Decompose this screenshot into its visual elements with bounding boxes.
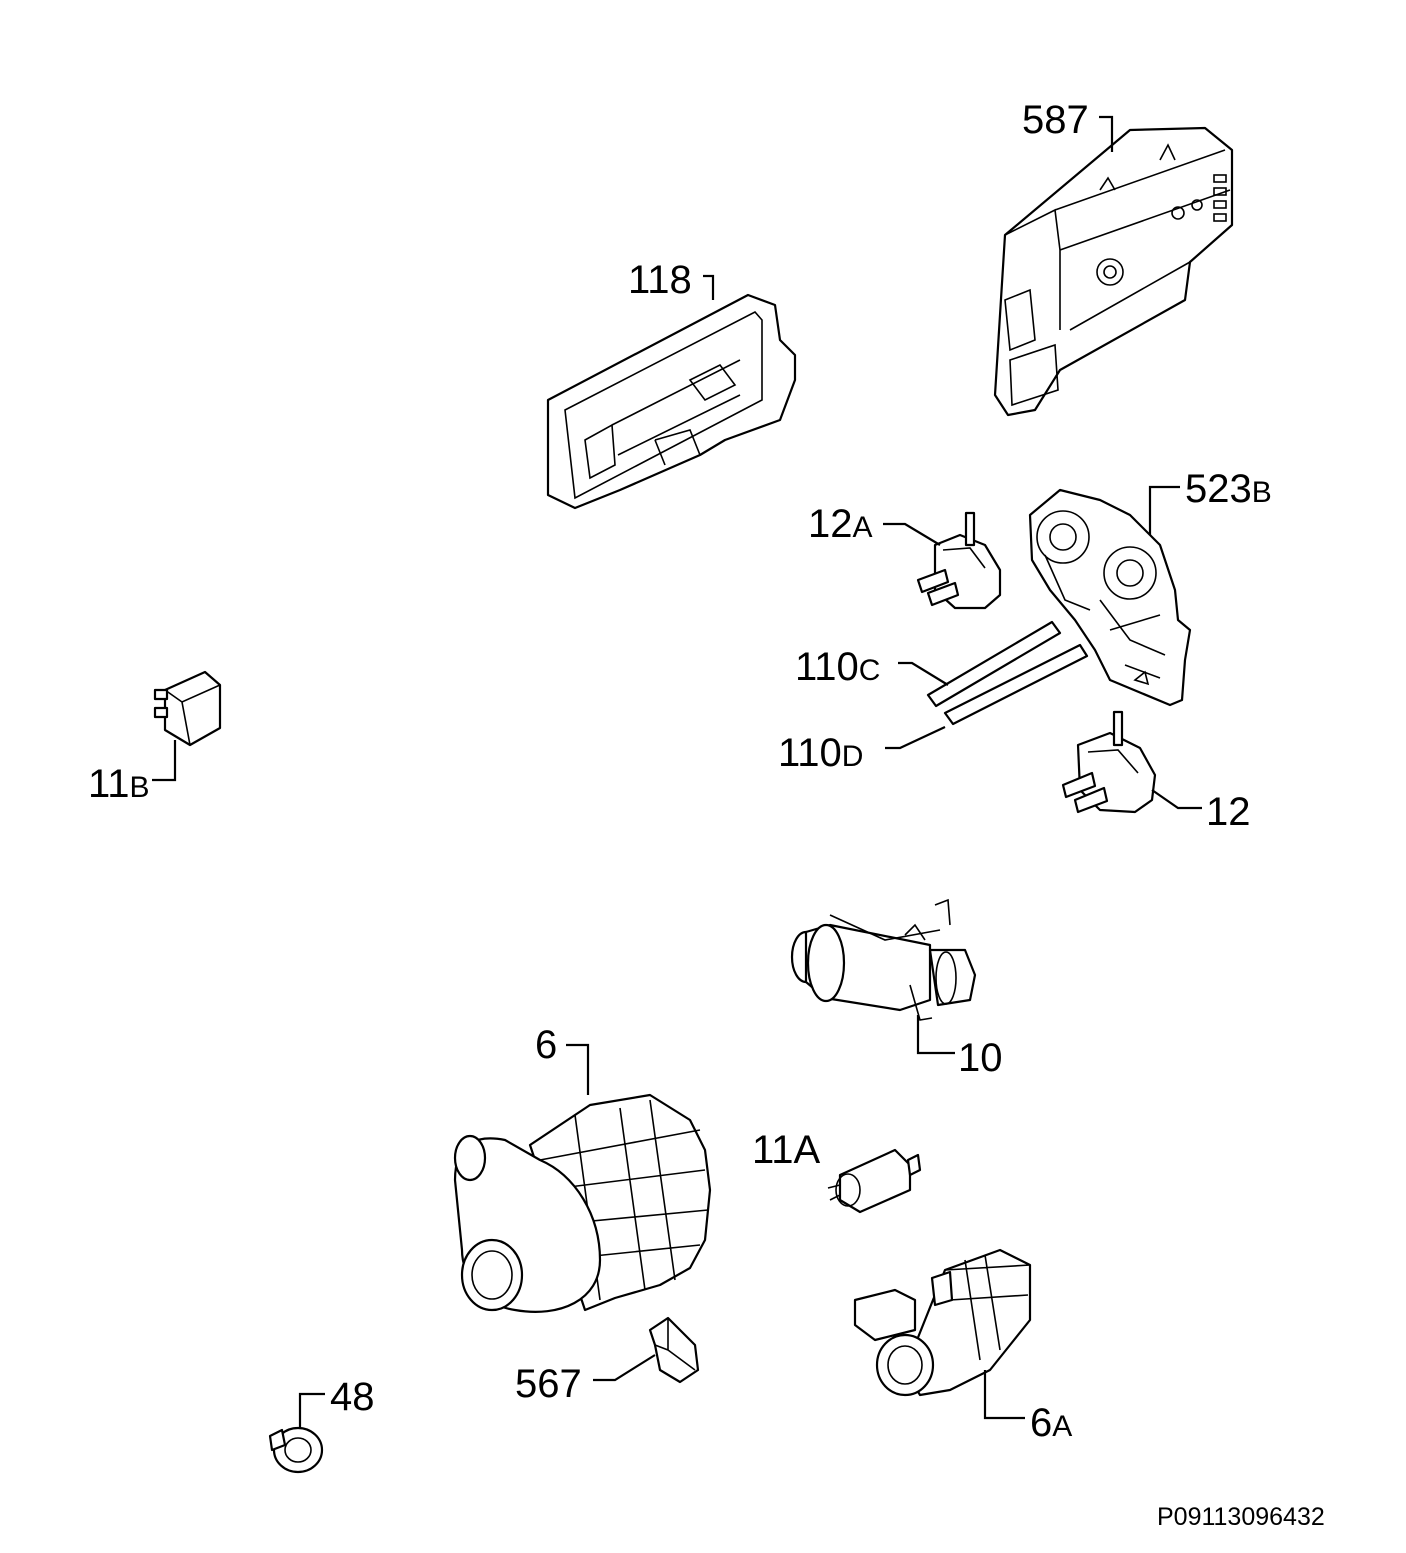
leader-11b: [152, 740, 177, 782]
label-587: 587: [1022, 98, 1089, 142]
label-11b-suffix: B: [130, 771, 150, 804]
label-12a: 12A: [808, 502, 873, 546]
label-523b: 523B: [1185, 467, 1272, 511]
label-567-num: 567: [515, 1362, 582, 1406]
part-11a-capacitor[interactable]: [827, 1148, 922, 1214]
label-11b: 11B: [88, 762, 150, 806]
label-523b-num: 523: [1185, 467, 1252, 511]
label-110c-suffix: C: [859, 654, 881, 687]
label-110c-num: 110: [795, 645, 859, 689]
label-118-num: 118: [628, 258, 692, 302]
part-12-pressure-switch[interactable]: [1061, 710, 1157, 814]
part-6-pump-motor[interactable]: [453, 1093, 712, 1313]
part-523b-bracket[interactable]: [1028, 488, 1192, 707]
part-118-housing[interactable]: [546, 293, 797, 510]
leader-523b: [1148, 485, 1180, 535]
label-10-num: 10: [958, 1036, 1003, 1080]
label-6-num: 6: [535, 1023, 557, 1067]
label-6: 6: [535, 1023, 557, 1067]
label-11a: 11A: [752, 1128, 821, 1172]
leader-12: [1151, 789, 1202, 810]
label-110d-num: 110: [778, 731, 842, 775]
leader-6a: [983, 1370, 1025, 1420]
label-118: 118: [628, 258, 692, 302]
label-11a-num: 11A: [752, 1128, 821, 1172]
label-523b-suffix: B: [1252, 476, 1272, 509]
label-10: 10: [958, 1036, 1003, 1080]
leader-12a: [883, 522, 941, 546]
label-587-num: 587: [1022, 98, 1089, 142]
part-110c-hose[interactable]: [926, 620, 1062, 708]
part-110d-hose[interactable]: [943, 643, 1089, 726]
part-567-clip[interactable]: [648, 1316, 700, 1384]
part-6a-drain-pump[interactable]: [853, 1248, 1032, 1397]
label-12a-suffix: A: [853, 511, 873, 544]
label-6a-suffix: A: [1052, 1410, 1072, 1443]
leader-587: [1099, 115, 1114, 152]
leader-10: [916, 1015, 955, 1055]
label-110c: 110C: [795, 645, 880, 689]
label-48: 48: [330, 1375, 375, 1419]
label-110d-suffix: D: [842, 740, 864, 773]
leader-110c: [898, 661, 949, 686]
leader-48: [298, 1392, 325, 1428]
part-587-control-module[interactable]: [993, 126, 1234, 417]
label-110d: 110D: [778, 731, 863, 775]
leader-118: [703, 274, 715, 300]
label-567: 567: [515, 1362, 582, 1406]
leader-567: [593, 1354, 656, 1382]
label-12: 12: [1206, 790, 1251, 834]
part-12a-pressure-switch[interactable]: [916, 511, 1002, 610]
part-11b-relay[interactable]: [153, 670, 222, 747]
label-6a-num: 6: [1030, 1401, 1052, 1445]
label-48-num: 48: [330, 1375, 375, 1419]
drawing-code: P09113096432: [1157, 1503, 1325, 1531]
part-10-heater[interactable]: [790, 898, 977, 1021]
label-12a-num: 12: [808, 502, 853, 546]
part-48-plug[interactable]: [268, 1426, 324, 1474]
label-6a: 6A: [1030, 1401, 1072, 1445]
leader-6: [566, 1043, 590, 1095]
label-11b-num: 11: [88, 762, 130, 806]
leader-110d: [885, 726, 946, 750]
label-12-num: 12: [1206, 790, 1251, 834]
